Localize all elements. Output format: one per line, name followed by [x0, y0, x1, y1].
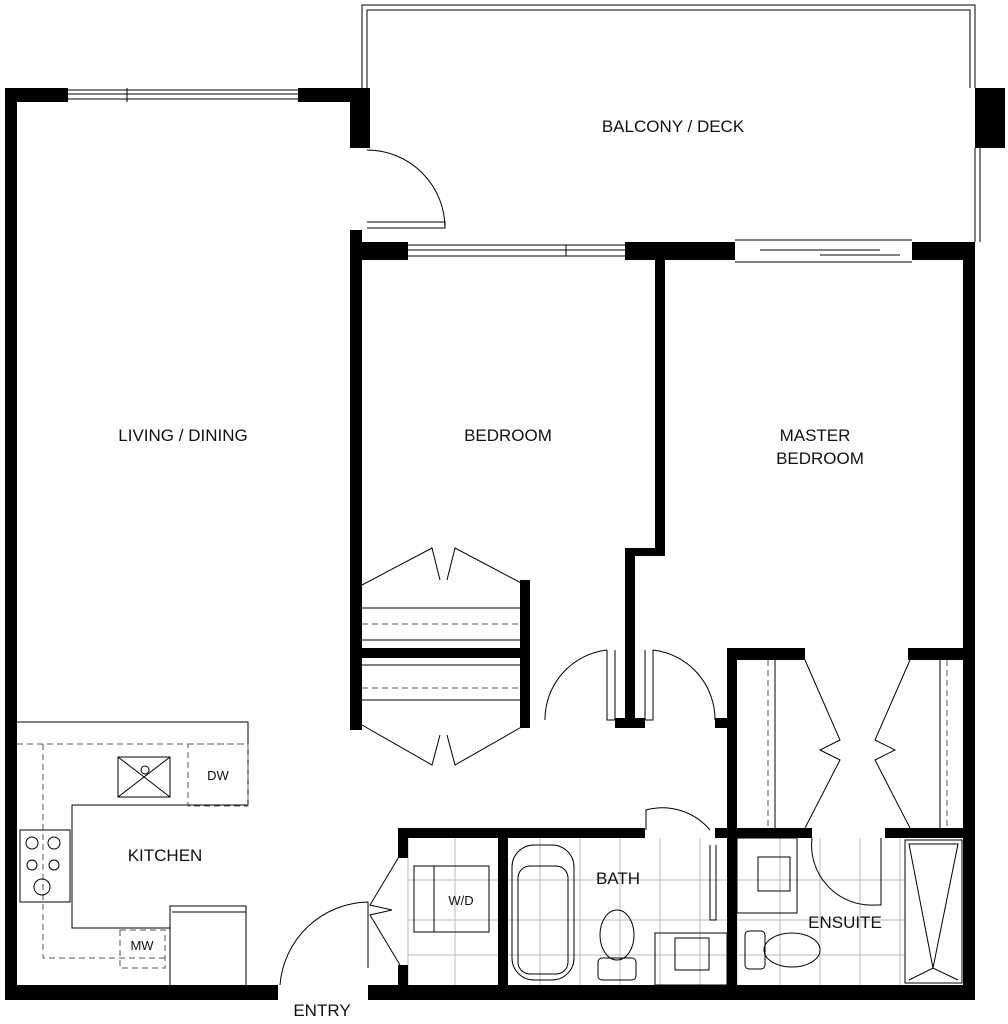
windows	[68, 88, 912, 263]
kitchen-counters	[17, 721, 249, 987]
room-label-master-1: MASTER	[780, 426, 851, 445]
room-label-kitchen: KITCHEN	[128, 846, 203, 865]
ensuite-vanity	[736, 837, 798, 914]
room-label-ensuite: ENSUITE	[808, 913, 882, 932]
toilet	[599, 909, 635, 961]
walls	[5, 88, 1005, 1000]
bathtub	[511, 844, 575, 981]
label-washer-dryer: W/D	[448, 893, 473, 908]
balcony-outline	[361, 4, 981, 242]
room-label-living: LIVING / DINING	[118, 426, 247, 445]
label-microwave: MW	[130, 938, 154, 953]
doors	[279, 547, 911, 986]
microwave	[119, 929, 166, 969]
room-label-entry: ENTRY	[293, 1001, 350, 1020]
room-label-bath: BATH	[596, 869, 640, 888]
bath-vanity	[654, 932, 728, 986]
label-dishwasher: DW	[207, 768, 229, 783]
shower	[904, 839, 963, 984]
ensuite-toilet	[763, 932, 821, 968]
closet-shelves	[362, 607, 948, 828]
room-label-balcony: BALCONY / DECK	[602, 117, 745, 136]
bath-fixtures	[511, 837, 963, 986]
kitchen-sink	[117, 756, 171, 798]
room-label-master-2: BEDROOM	[776, 449, 864, 468]
cooktop	[19, 829, 71, 903]
washer-dryer	[413, 865, 490, 933]
room-label-bedroom: BEDROOM	[464, 426, 552, 445]
bath-tiles	[407, 838, 905, 985]
fridge	[169, 905, 247, 987]
dishwasher	[187, 743, 249, 807]
